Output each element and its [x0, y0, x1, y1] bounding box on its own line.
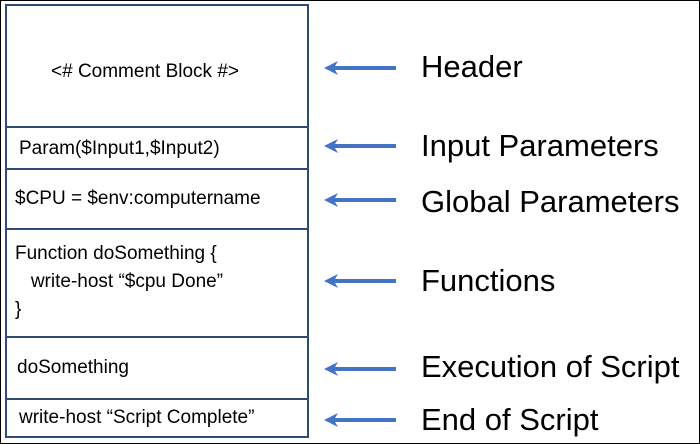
arrow-header-icon [324, 61, 396, 75]
functions-code-line-1: Function doSomething { [15, 243, 217, 264]
functions-code-line-2: write-host “$cpu Done” [15, 271, 224, 292]
section-functions-box: Function doSomething { write-host “$cpu … [5, 228, 309, 338]
input-code: Param($Input1,$Input2) [19, 138, 220, 159]
arrow-global-icon [324, 193, 396, 207]
section-header-box: <# Comment Block #> [5, 4, 309, 128]
arrow-input-icon [324, 139, 396, 153]
header-code: <# Comment Block #> [51, 61, 239, 82]
section-global-box: $CPU = $env:computername [5, 168, 309, 230]
label-execution-of-script: Execution of Script [421, 349, 680, 384]
global-code: $CPU = $env:computername [15, 188, 261, 209]
arrow-end-icon [324, 413, 396, 427]
section-execution-box: doSomething [5, 336, 309, 400]
section-input-box: Param($Input1,$Input2) [5, 126, 309, 170]
label-functions: Functions [421, 263, 556, 298]
arrow-execution-icon [324, 362, 396, 376]
label-end-of-script: End of Script [421, 402, 599, 437]
execution-code: doSomething [17, 357, 129, 378]
end-code: write-host “Script Complete” [19, 407, 255, 428]
label-global-parameters: Global Parameters [421, 184, 680, 219]
section-end-box: write-host “Script Complete” [5, 398, 309, 438]
label-input-parameters: Input Parameters [421, 128, 659, 163]
arrow-functions-icon [324, 274, 396, 288]
functions-code-line-3: } [15, 299, 22, 320]
label-header: Header [421, 49, 523, 84]
